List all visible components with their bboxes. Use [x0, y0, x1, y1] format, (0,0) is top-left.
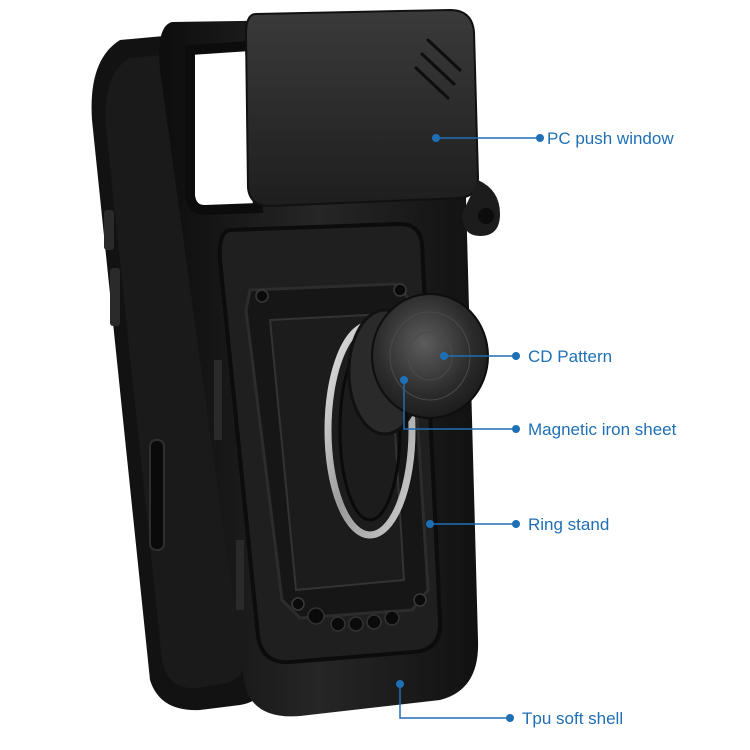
callout-tpu-soft-shell: Tpu soft shell	[522, 709, 624, 728]
cd-pattern-disc	[371, 293, 489, 419]
callout-ring-stand: Ring stand	[528, 515, 610, 534]
callout-magnetic-iron-sheet: Magnetic iron sheet	[528, 420, 677, 439]
pc-push-window	[244, 8, 500, 236]
callout-cd-pattern: CD Pattern	[528, 347, 613, 366]
callout-lines	[396, 134, 544, 722]
callout-pc-push-window: PC push window	[547, 129, 674, 148]
